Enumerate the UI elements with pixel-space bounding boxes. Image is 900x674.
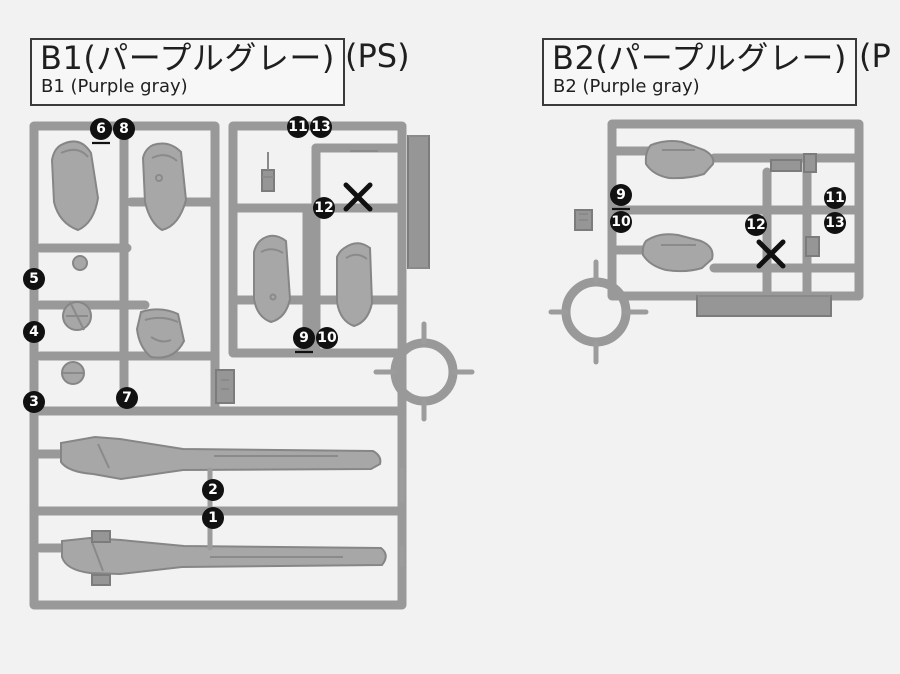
badge-6: 6 [90, 118, 112, 145]
svg-text:7: 7 [122, 390, 132, 406]
badge-2: 2 [202, 479, 224, 501]
b1-upper-left-parts [50, 140, 235, 404]
badge-10-right: 10 [610, 211, 632, 233]
svg-text:11: 11 [288, 119, 307, 135]
badge-10-left: 10 [316, 327, 338, 349]
badge-8: 8 [113, 118, 135, 140]
svg-text:10: 10 [611, 214, 631, 230]
badge-5: 5 [23, 268, 45, 290]
svg-text:8: 8 [119, 121, 129, 137]
svg-text:3: 3 [29, 394, 39, 410]
b2-runner [548, 119, 864, 365]
svg-text:13: 13 [311, 119, 330, 135]
svg-text:1: 1 [208, 510, 218, 526]
badge-12-left: 12 [313, 197, 335, 219]
badge-9-right: 9 [610, 184, 632, 211]
b2-label-box: B2(パープルグレー) B2 (Purple gray) [542, 38, 857, 106]
badge-11-left: 11 [287, 116, 309, 138]
badge-3: 3 [23, 391, 45, 413]
b1-lower-long-parts [60, 435, 387, 586]
badge-11-right: 11 [824, 187, 846, 209]
svg-text:10: 10 [317, 330, 337, 346]
x-mark-right [756, 239, 786, 269]
svg-text:6: 6 [96, 121, 106, 137]
b2-material-label: (P [859, 37, 891, 75]
svg-text:12: 12 [746, 217, 765, 233]
svg-text:13: 13 [825, 215, 844, 231]
svg-text:4: 4 [29, 324, 39, 340]
badge-12-right: 12 [745, 214, 767, 236]
badge-7: 7 [116, 387, 138, 409]
badge-13-left: 13 [310, 116, 332, 138]
svg-text:9: 9 [299, 330, 309, 346]
b1-upper-right-parts [253, 150, 378, 328]
x-mark-left [343, 182, 373, 212]
svg-text:9: 9 [616, 187, 626, 203]
b1-runner [29, 121, 475, 610]
badge-9-left: 9 [293, 327, 315, 354]
b2-parts [641, 140, 820, 273]
b1-title-en: B1 (Purple gray) [41, 76, 188, 97]
badge-13-right: 13 [824, 212, 846, 234]
b1-title-jp: B1(パープルグレー) [40, 39, 335, 77]
b1-material-label: (PS) [345, 37, 410, 75]
b2-title-en: B2 (Purple gray) [553, 76, 700, 97]
b1-label-box: B1(パープルグレー) B1 (Purple gray) [30, 38, 345, 106]
badge-1: 1 [202, 507, 224, 529]
svg-text:12: 12 [314, 200, 333, 216]
badge-4: 4 [23, 321, 45, 343]
svg-text:2: 2 [208, 482, 218, 498]
svg-text:11: 11 [825, 190, 844, 206]
svg-text:5: 5 [29, 271, 39, 287]
b2-title-jp: B2(パープルグレー) [552, 39, 847, 77]
